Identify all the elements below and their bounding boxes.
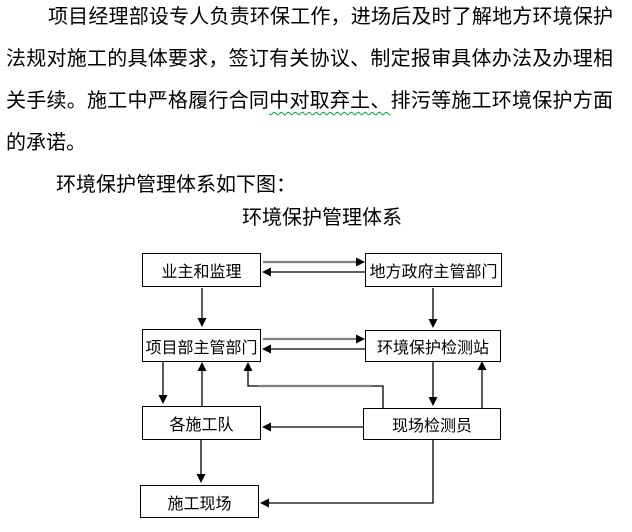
paragraph-text-pre: 项目经理部设专人负责环保工作，进场后及时了解地方环境保护法规对施工的具体要求，签… xyxy=(6,6,613,112)
node-project-dept: 项目部主管部门 xyxy=(142,329,261,362)
node-environment-monitoring-station: 环境保护检测站 xyxy=(365,330,501,362)
arrow-inspector-to-site-head xyxy=(260,498,269,508)
node-construction-site: 施工现场 xyxy=(140,485,259,518)
arrow-teams-to-site-head xyxy=(196,474,206,483)
arrow-project-to-station-head xyxy=(356,334,365,344)
arrow-government-to-station-head xyxy=(428,319,438,328)
spellcheck-underlined-text: 中对取弃土、 xyxy=(269,90,391,112)
node-construction-teams: 各施工队 xyxy=(142,406,261,440)
arrow-owner-to-project-head xyxy=(197,318,207,327)
node-site-inspector: 现场检测员 xyxy=(363,408,501,440)
arrow-project-to-teams-head xyxy=(158,395,168,404)
arrow-inspector-to-project-head xyxy=(243,362,253,371)
node-local-government-dept: 地方政府主管部门 xyxy=(365,253,502,287)
diagram-title: 环境保护管理体系 xyxy=(242,207,402,229)
arrow-inspector-to-project-line xyxy=(247,370,384,408)
arrow-inspector-to-site-line xyxy=(269,440,434,504)
arrow-teams-to-project-head xyxy=(197,362,207,371)
diagram-lead-in: 环境保护管理体系如下图： xyxy=(56,174,296,196)
arrow-government-to-owner-head xyxy=(262,267,271,277)
body-text: 项目经理部设专人负责环保工作，进场后及时了解地方环境保护法规对施工的具体要求，签… xyxy=(6,0,613,206)
arrow-inspector-to-station-head xyxy=(477,361,487,370)
arrow-station-to-inspector-head xyxy=(428,397,438,406)
arrow-station-to-project-head xyxy=(262,344,271,354)
paragraph-environment-commitment: 项目经理部设专人负责环保工作，进场后及时了解地方环境保护法规对施工的具体要求，签… xyxy=(6,0,613,164)
arrow-owner-to-government-head xyxy=(356,257,365,267)
arrow-inspector-to-teams-head xyxy=(262,422,271,432)
paragraph-text-post: 排污等施工环境保护方面的承诺。 xyxy=(6,90,614,154)
node-owner-supervision: 业主和监理 xyxy=(142,253,261,287)
